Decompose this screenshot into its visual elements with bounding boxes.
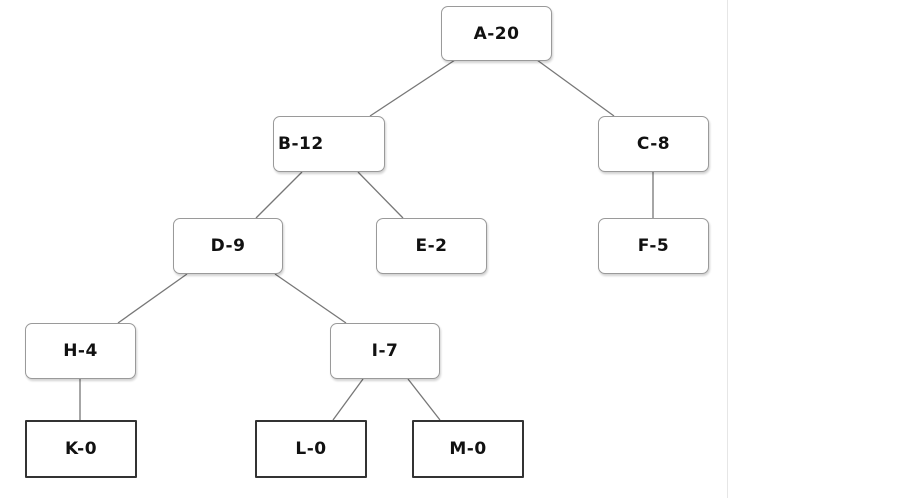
node-h: H-4 [25, 323, 136, 379]
node-f: F-5 [598, 218, 709, 274]
edge-b-d [255, 171, 303, 219]
node-e: E-2 [376, 218, 487, 274]
node-a: A-20 [441, 6, 552, 61]
edge-d-h [117, 273, 188, 324]
node-m: M-0 [412, 420, 524, 478]
node-c: C-8 [598, 116, 709, 172]
node-i: I-7 [330, 323, 440, 379]
node-b: B-12 [273, 116, 385, 172]
edge-d-i [274, 273, 347, 324]
node-d: D-9 [173, 218, 283, 274]
node-l: L-0 [255, 420, 367, 478]
edge-b-e [357, 171, 404, 219]
edge-i-l [332, 378, 364, 421]
edge-a-c [536, 59, 615, 117]
edge-i-m [407, 378, 441, 421]
node-k: K-0 [25, 420, 137, 478]
divider-line [727, 0, 728, 498]
edge-a-b [369, 59, 456, 117]
